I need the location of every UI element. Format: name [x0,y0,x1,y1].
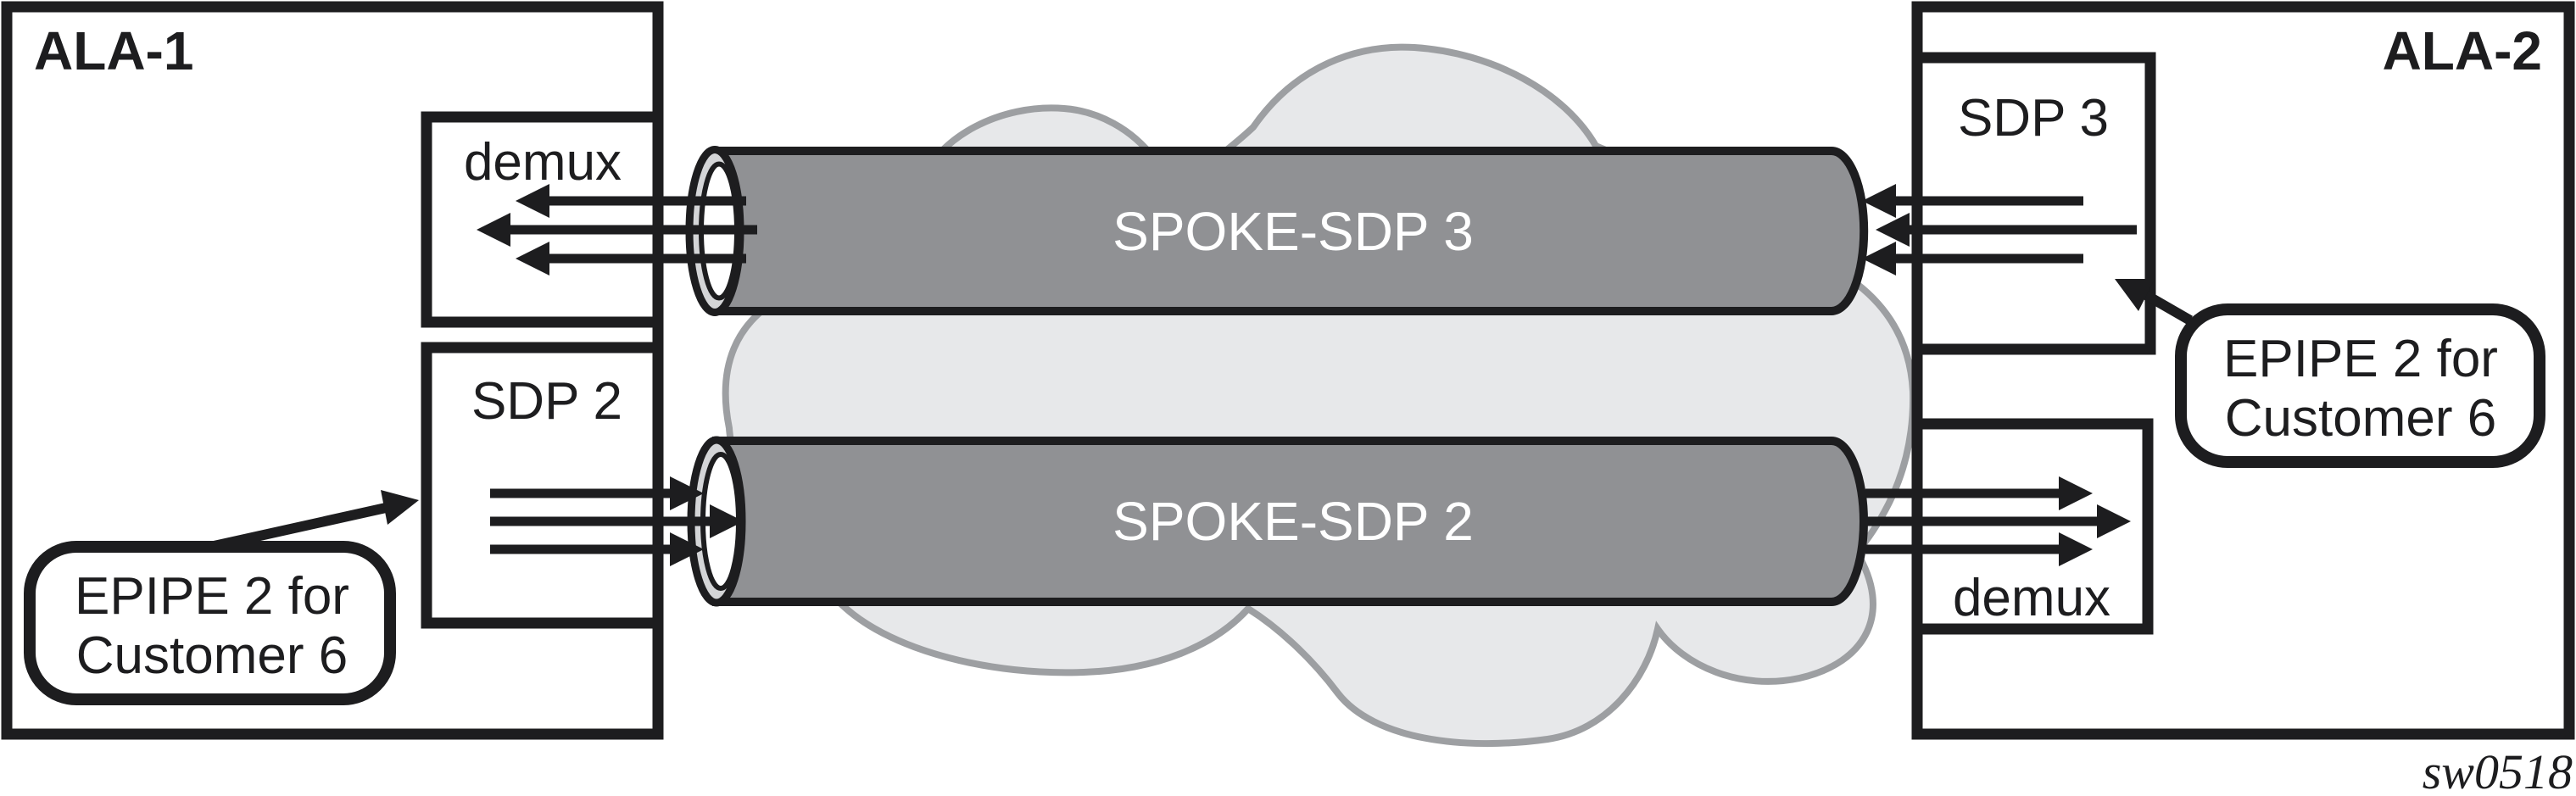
callout-epipe-left: EPIPE 2 for Customer 6 [24,490,419,705]
tube-spoke-sdp2: SPOKE-SDP 2 [687,436,1868,607]
figure-caption: sw0518 [2423,744,2573,796]
triple-arrow-left-sdp3-icon [1862,184,2137,276]
triple-arrow-right-sdp2-icon [490,476,744,566]
callout-left-line2: Customer 6 [76,626,348,685]
callout-arrow-line-right [2144,290,2193,326]
callout-bubble-left [24,541,396,705]
ala2-title: ALA-2 [2383,20,2542,81]
tube-spoke-sdp3: SPOKE-SDP 3 [685,146,1869,316]
callout-right-line1: EPIPE 2 for [2223,330,2498,388]
demux-box-ala1 [421,111,664,328]
callout-arrow-head-right-icon [2115,279,2155,311]
callout-epipe-right: EPIPE 2 for Customer 6 [2115,279,2545,468]
tube-label-spoke-sdp2: SPOKE-SDP 2 [1112,491,1474,552]
triple-arrow-left-demux-ala1-icon [477,184,757,276]
callout-left-line1: EPIPE 2 for [75,567,349,626]
demux-label-ala1: demux [464,133,622,192]
tube-body-top [711,147,1869,315]
triple-arrow-right-demux-ala2-icon [1865,476,2131,566]
tube-label-spoke-sdp3: SPOKE-SDP 3 [1112,201,1474,262]
callout-arrow-line-left [209,503,388,552]
sdp2-label: SDP 2 [471,372,622,431]
demux-label-ala2: demux [1953,569,2110,627]
sdp3-label: SDP 3 [1958,89,2109,148]
callout-arrow-head-left-icon [381,490,419,525]
callout-bubble-right [2175,303,2545,468]
sdp2-box [421,342,664,629]
ala1-title: ALA-1 [34,20,193,81]
callout-right-line2: Customer 6 [2225,389,2496,448]
tube-body-bottom [712,437,1868,606]
